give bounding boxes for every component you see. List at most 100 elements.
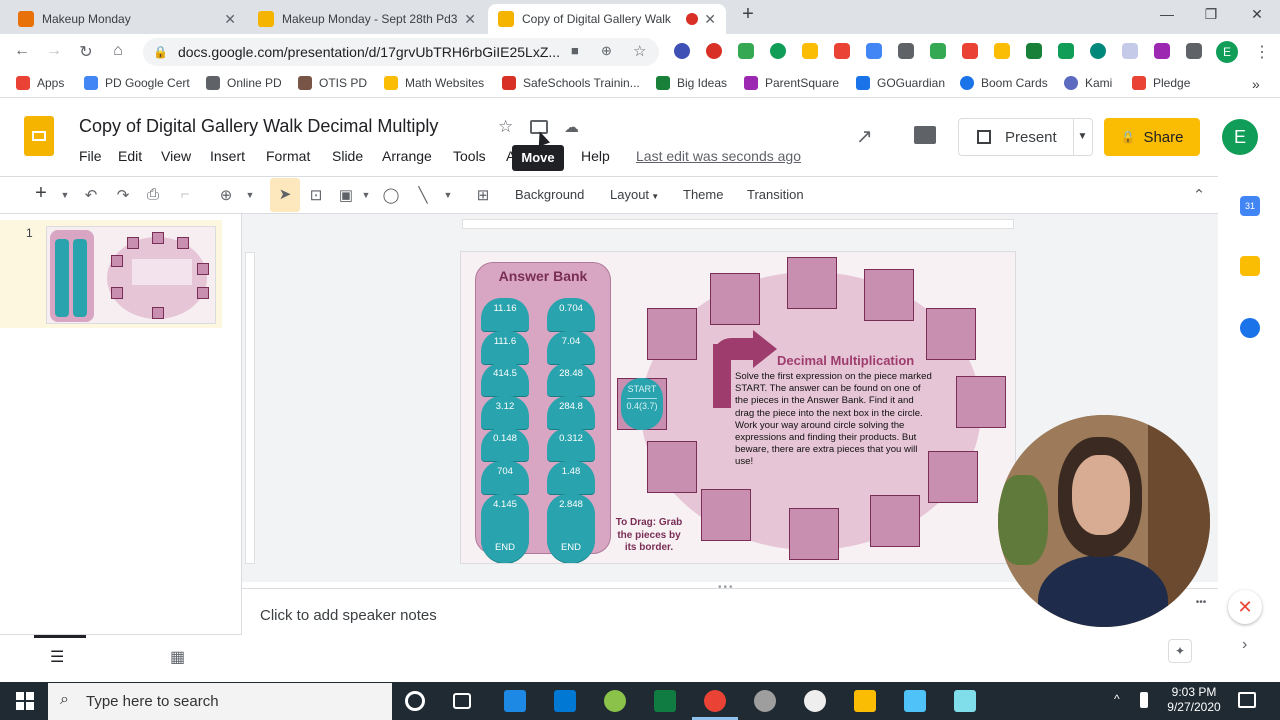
resize-handle-icon[interactable]: ••• (718, 582, 735, 593)
menu-format[interactable]: Format (266, 148, 311, 164)
profile-avatar[interactable]: E (1216, 41, 1238, 63)
answer-piece[interactable]: 0.312 (547, 428, 595, 463)
sheets-icon[interactable] (1058, 43, 1074, 59)
chevron-down-icon[interactable]: ▼ (443, 190, 453, 200)
slide-thumbnail[interactable] (46, 226, 216, 324)
network-icon[interactable] (1140, 692, 1148, 708)
background-button[interactable]: Background (515, 187, 585, 202)
tab-gallery-walk[interactable]: Copy of Digital Gallery Walk ✕ (488, 4, 726, 34)
answer-box[interactable] (928, 451, 978, 503)
bookmark-big-ideas[interactable]: Big Ideas (656, 76, 727, 90)
notepad-app-icon[interactable] (504, 690, 526, 712)
bookmark-apps[interactable]: Apps (16, 76, 64, 90)
slides-logo[interactable] (24, 116, 54, 156)
camera-icon[interactable]: ■ (571, 43, 579, 58)
extension-icon[interactable] (706, 43, 722, 59)
present-button[interactable]: Present (958, 118, 1074, 156)
redo-icon[interactable]: ↷ (116, 187, 130, 204)
bookmark-kami[interactable]: Kami (1064, 76, 1112, 90)
paint-app-icon[interactable] (604, 690, 626, 712)
drive-icon[interactable] (930, 43, 946, 59)
document-title[interactable]: Copy of Digital Gallery Walk Decimal Mul… (79, 116, 439, 136)
app-icon[interactable] (904, 690, 926, 712)
address-bar[interactable]: 🔒 docs.google.com/presentation/d/17grvUb… (143, 38, 659, 66)
extension-icon[interactable] (994, 43, 1010, 59)
answer-box[interactable] (956, 376, 1006, 428)
forward-icon[interactable]: → (46, 42, 62, 59)
answer-piece[interactable]: 1.48 (547, 461, 595, 495)
paint-format-icon[interactable]: ⌐ (180, 186, 190, 203)
extension-icon[interactable] (1090, 43, 1106, 59)
new-slide-icon[interactable]: + (35, 182, 47, 204)
chevron-down-icon[interactable]: ▼ (60, 190, 70, 200)
reload-icon[interactable]: ↻ (79, 44, 93, 61)
answer-box[interactable] (710, 273, 760, 325)
activity-trend-icon[interactable]: ↗ (856, 126, 873, 148)
undo-icon[interactable]: ↶ (84, 187, 98, 204)
close-icon[interactable]: ✕ (464, 10, 476, 27)
close-icon[interactable]: ✕ (224, 10, 236, 27)
slide-title[interactable]: Decimal Multiplication (777, 353, 915, 368)
extension-icon[interactable] (674, 43, 690, 59)
answer-box[interactable] (926, 308, 976, 360)
star-icon[interactable]: ☆ (633, 43, 647, 60)
menu-slide[interactable]: Slide (332, 148, 364, 164)
file-explorer-icon[interactable] (854, 690, 876, 712)
answer-piece[interactable]: 704 (481, 461, 529, 495)
minimize-button[interactable]: — (1160, 6, 1174, 22)
bookmark-pledge[interactable]: Pledge (1132, 76, 1190, 90)
text-box-icon[interactable]: ⊡ (309, 187, 323, 204)
close-icon[interactable]: ✕ (704, 10, 716, 27)
chevron-down-icon[interactable]: ▼ (361, 190, 371, 200)
tasks-icon[interactable] (1240, 318, 1260, 338)
drag-note[interactable]: To Drag: Grab the pieces by its border. (615, 517, 683, 553)
answer-box[interactable] (787, 257, 837, 309)
chevron-down-icon[interactable]: ▼ (245, 190, 255, 200)
extension-icon[interactable] (898, 43, 914, 59)
move-folder-icon[interactable] (530, 120, 548, 134)
bookmark-otis-pd[interactable]: OTIS PD (298, 76, 367, 90)
bookmark-parentsquare[interactable]: ParentSquare (744, 76, 839, 90)
bookmark-math-websites[interactable]: Math Websites (384, 76, 484, 90)
grid-view-icon[interactable]: ▦ (170, 649, 186, 666)
taskbar-search[interactable]: ⌕ Type here to search (48, 683, 392, 720)
select-cursor-icon[interactable]: ➤ (270, 178, 300, 212)
menu-insert[interactable]: Insert (210, 148, 246, 164)
notifications-icon[interactable] (1238, 692, 1256, 708)
transition-button[interactable]: Transition (747, 187, 804, 202)
answer-box[interactable] (864, 269, 914, 321)
answer-piece[interactable]: END (547, 526, 595, 563)
tab-makeup-monday[interactable]: Makeup Monday ✕ (8, 4, 246, 34)
tab-makeup-monday-pd3[interactable]: Makeup Monday - Sept 28th Pd3 ✕ (248, 4, 486, 34)
tray-chevron-icon[interactable]: ^ (1114, 692, 1120, 706)
new-tab-button[interactable]: + (742, 3, 754, 25)
chevron-right-icon[interactable]: › (1242, 636, 1248, 653)
answer-piece[interactable]: 111.6 (481, 330, 529, 365)
answer-piece[interactable]: 4.145 (481, 493, 529, 528)
menu-arrange[interactable]: Arrange (382, 148, 432, 164)
chrome-app-icon[interactable] (704, 690, 726, 712)
task-view-icon[interactable] (453, 693, 471, 709)
back-icon[interactable]: ← (14, 42, 30, 59)
app-icon[interactable] (954, 690, 976, 712)
answer-piece[interactable]: 2.848 (547, 493, 595, 528)
check-icon[interactable] (1026, 43, 1042, 59)
star-icon[interactable]: ☆ (498, 117, 514, 136)
more-options-icon[interactable]: ••• (1192, 594, 1210, 612)
theme-button[interactable]: Theme (683, 187, 724, 202)
answer-piece[interactable]: 28.48 (547, 363, 595, 398)
add-comment-icon[interactable]: ⊞ (476, 187, 490, 204)
extension-icon[interactable] (770, 43, 786, 59)
cortana-icon[interactable] (405, 691, 425, 711)
extension-icon[interactable] (802, 43, 818, 59)
bookmark-boom-cards[interactable]: Boom Cards (960, 76, 1048, 90)
menu-file[interactable]: File (79, 148, 102, 164)
close-webcam-icon[interactable]: ✕ (1228, 590, 1262, 624)
answer-piece[interactable]: 414.5 (481, 363, 529, 398)
image-icon[interactable]: ▣ (338, 187, 354, 204)
answer-piece[interactable]: 11.16 (481, 298, 529, 332)
present-dropdown-button[interactable]: ▼ (1073, 118, 1093, 156)
keep-icon[interactable] (1240, 256, 1260, 276)
menu-view[interactable]: View (161, 148, 192, 164)
menu-edit[interactable]: Edit (118, 148, 143, 164)
